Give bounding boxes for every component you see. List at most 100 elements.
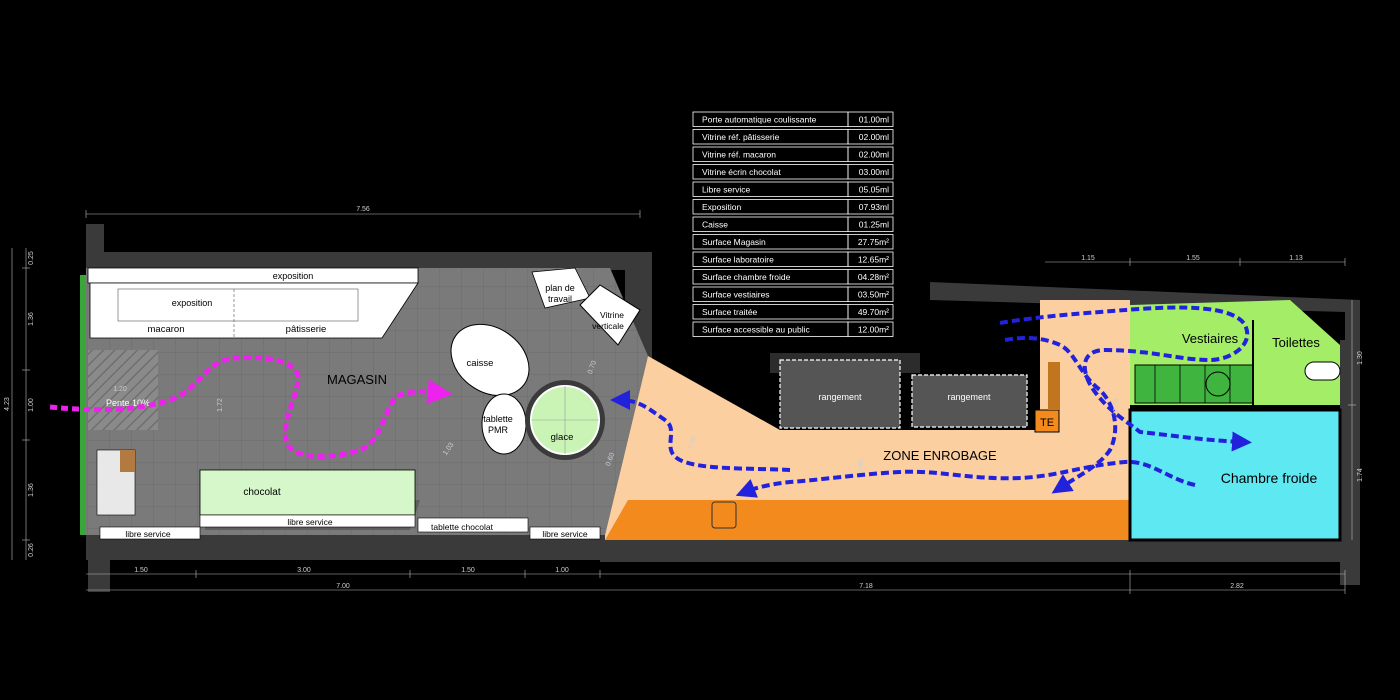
chambre-froide-label: Chambre froide <box>1221 470 1318 486</box>
surface-value-cell <box>847 164 894 180</box>
surface-label: Libre service <box>702 185 750 195</box>
surface-row: Surface laboratoire 12.65m² <box>692 251 894 267</box>
caisse-label: caisse <box>467 358 494 369</box>
surface-value: 12.00m² <box>858 325 889 335</box>
dim-bottom-1: 1.50 <box>134 567 148 574</box>
surface-value: 02.00ml <box>859 150 889 160</box>
vitrine-verticale-label-2: verticale <box>592 321 624 331</box>
dim-left-5: 0.26 <box>28 543 35 557</box>
dimension-ticks <box>22 210 1356 594</box>
rangement-2 <box>911 374 1028 428</box>
surface-value: 02.00ml <box>859 132 889 142</box>
staff-flow-path-3 <box>735 459 1196 498</box>
surface-row: Vitrine réf. pâtisserie 02.00ml <box>692 129 894 145</box>
libre-service-right <box>529 526 601 540</box>
exposition-top-label: exposition <box>273 271 314 281</box>
drain-icon <box>1205 371 1231 397</box>
libre-service-center <box>199 514 416 528</box>
staff-flow-path-2 <box>1004 335 1118 494</box>
surface-value: 01.25ml <box>859 220 889 230</box>
client-flow-path <box>49 355 453 460</box>
dim-inner-172: 1.72 <box>217 398 224 412</box>
orange-counter <box>605 500 1130 540</box>
surface-label: Surface Magasin <box>702 237 766 247</box>
surface-value: 03.00ml <box>859 167 889 177</box>
dimension-lines <box>11 213 1353 591</box>
dim-bottom-4: 1.00 <box>555 567 569 574</box>
surface-row: Libre service 05.05ml <box>692 181 894 197</box>
vitrine-verticale <box>579 284 641 346</box>
tablette-chocolat-label: tablette chocolat <box>431 522 494 532</box>
dim-top-overall: 7.56 <box>356 206 370 213</box>
dim-left-1: 0.25 <box>28 251 35 265</box>
surface-value-cell <box>847 269 894 285</box>
surface-row: Surface traitée 49.70m² <box>692 304 894 320</box>
entrance-hatch <box>88 350 158 430</box>
dim-bottom-shop: 7.00 <box>336 583 350 590</box>
surface-value: 03.50m² <box>858 290 889 300</box>
plan-de-travail-label-1: plan de <box>545 283 575 293</box>
lab-door <box>1048 362 1060 410</box>
surface-row: Surface accessible au public 12.00m² <box>692 321 894 337</box>
zone-enrobage-label: ZONE ENROBAGE <box>883 448 997 463</box>
surface-label: Exposition <box>702 202 741 212</box>
display-counter <box>89 282 419 339</box>
libre-service-left-label: libre service <box>125 529 171 539</box>
surface-row: Surface vestiaires 03.50m² <box>692 286 894 302</box>
dim-left-3: 1.00 <box>28 398 35 412</box>
dim-bottom-2: 3.00 <box>297 567 311 574</box>
glace-label: glace <box>551 432 574 443</box>
te-box <box>1034 409 1060 433</box>
surface-label: Surface vestiaires <box>702 290 770 300</box>
dim-right-top-2: 1.55 <box>1186 255 1200 262</box>
tablette-pmr-label-1: tablette <box>483 414 513 424</box>
lockers <box>1134 364 1254 404</box>
tablette-pmr <box>481 393 527 455</box>
surface-label: Surface accessible au public <box>702 325 810 335</box>
surface-value: 49.70m² <box>858 307 889 317</box>
surface-value-cell <box>847 321 894 337</box>
surface-label: Porte automatique coulissante <box>702 115 817 125</box>
dim-inner-259: 2.59 <box>1113 398 1120 412</box>
dim-bottom-3: 1.50 <box>461 567 475 574</box>
pente-label: Pente 10% <box>106 398 150 408</box>
surface-label: Vitrine réf. pâtisserie <box>702 132 780 142</box>
staff-flow-path-4 <box>610 390 791 472</box>
dim-inner-090: 0.90 <box>687 435 698 450</box>
surface-value: 07.93ml <box>859 202 889 212</box>
surface-value: 05.05ml <box>859 185 889 195</box>
side-display-accent <box>120 450 135 472</box>
surface-label: Surface chambre froide <box>702 272 791 282</box>
libre-service-left <box>99 526 201 540</box>
surface-value: 12.65m² <box>858 255 889 265</box>
te-label: TE <box>1040 417 1054 429</box>
dim-left-2: 1.36 <box>28 312 35 326</box>
dim-right-side-2: 1.74 <box>1357 468 1364 482</box>
dim-inner-070: 0.70 <box>587 360 598 375</box>
surface-value-cell <box>847 129 894 145</box>
vestiaires-label: Vestiaires <box>1182 331 1239 346</box>
surface-label: Surface traitée <box>702 307 758 317</box>
libre-service-center-label: libre service <box>287 517 333 527</box>
patisserie-label: pâtisserie <box>286 324 327 335</box>
rangement-1 <box>779 359 901 429</box>
surface-value-cell <box>847 146 894 162</box>
dim-right-top-3: 1.13 <box>1289 255 1303 262</box>
surface-value-cell <box>847 216 894 232</box>
toilettes-label: Toilettes <box>1272 335 1320 350</box>
surface-value-cell <box>847 234 894 250</box>
exposition-inner <box>117 288 359 322</box>
dim-bottom-lab: 7.18 <box>859 583 873 590</box>
chocolat-label: chocolat <box>243 487 280 498</box>
vitrine-verticale-label-1: Vitrine <box>600 310 624 320</box>
libre-service-right-label: libre service <box>542 529 588 539</box>
staff-flow-path-1 <box>999 305 1252 452</box>
exposition-counter <box>87 267 419 284</box>
plan-de-travail-label-2: travail <box>548 294 572 304</box>
surface-label: Surface laboratoire <box>702 255 774 265</box>
